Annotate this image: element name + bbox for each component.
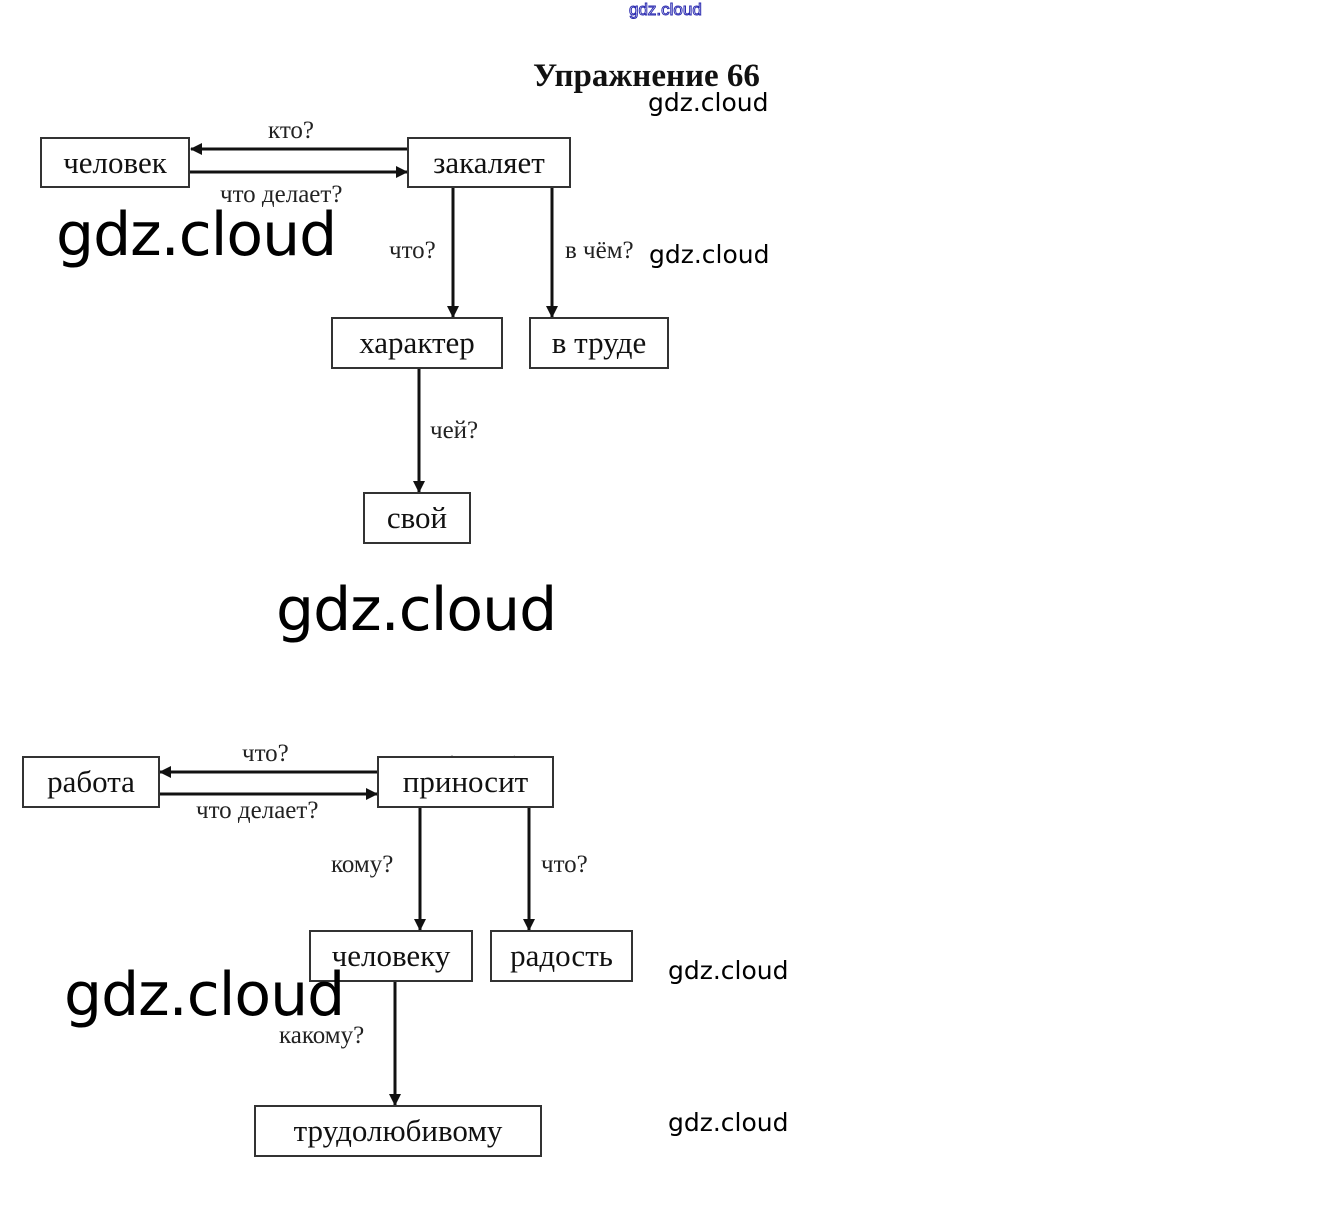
node-label: свой [386,500,448,535]
node-label: радость [510,938,613,973]
edge-label-kto: кто? [268,117,315,144]
exercise-title: Упражнение 66 [533,58,760,94]
node-attribute-1: свой [363,492,471,544]
edge-label-komu: кому? [331,851,394,878]
node-label: закаляет [433,144,545,180]
node-label: работа [47,764,135,799]
watermark: gdz.cloud [276,575,557,645]
node-label: приносит [402,764,529,799]
watermark: gdz.cloud [56,200,337,270]
watermark: gdz.cloud [668,1108,789,1137]
node-adverbial-1: в труде [529,317,669,369]
watermark: gdz.cloud [64,960,345,1030]
node-subject-2: работа [22,756,160,808]
node-label: характер [359,325,475,360]
edge-label-chto-delaet-1: что делает? [220,181,343,208]
edge-label-chto-2a: что? [242,740,289,767]
watermark: gdz.cloud [649,240,770,269]
edge-label-chei: чей? [430,417,479,444]
node-object-2: радость [490,930,633,982]
node-predicate-2: приносит [377,756,554,808]
node-predicate-1: закаляет [407,137,571,188]
edge-label-chto-2b: что? [541,851,588,878]
site-watermark-top: gdz.cloud [629,0,703,20]
node-label: человеку [331,938,451,973]
node-label: трудолюбивому [293,1113,503,1148]
watermark: gdz.cloud [668,956,789,985]
node-label: человек [63,144,167,180]
edge-label-chto-delaet-2: что делает? [196,797,319,824]
edge-label-chto-1: что? [389,237,436,264]
node-indirect-object-2: человеку [309,930,473,982]
edge-label-kakomu: какому? [279,1022,365,1049]
node-object-1: характер [331,317,503,369]
watermark: gdz.cloud [648,88,769,117]
node-label: в труде [551,325,647,360]
node-attribute-2: трудолюбивому [254,1105,542,1157]
edge-label-v-chem: в чём? [565,237,634,264]
node-subject-1: человек [40,137,190,188]
